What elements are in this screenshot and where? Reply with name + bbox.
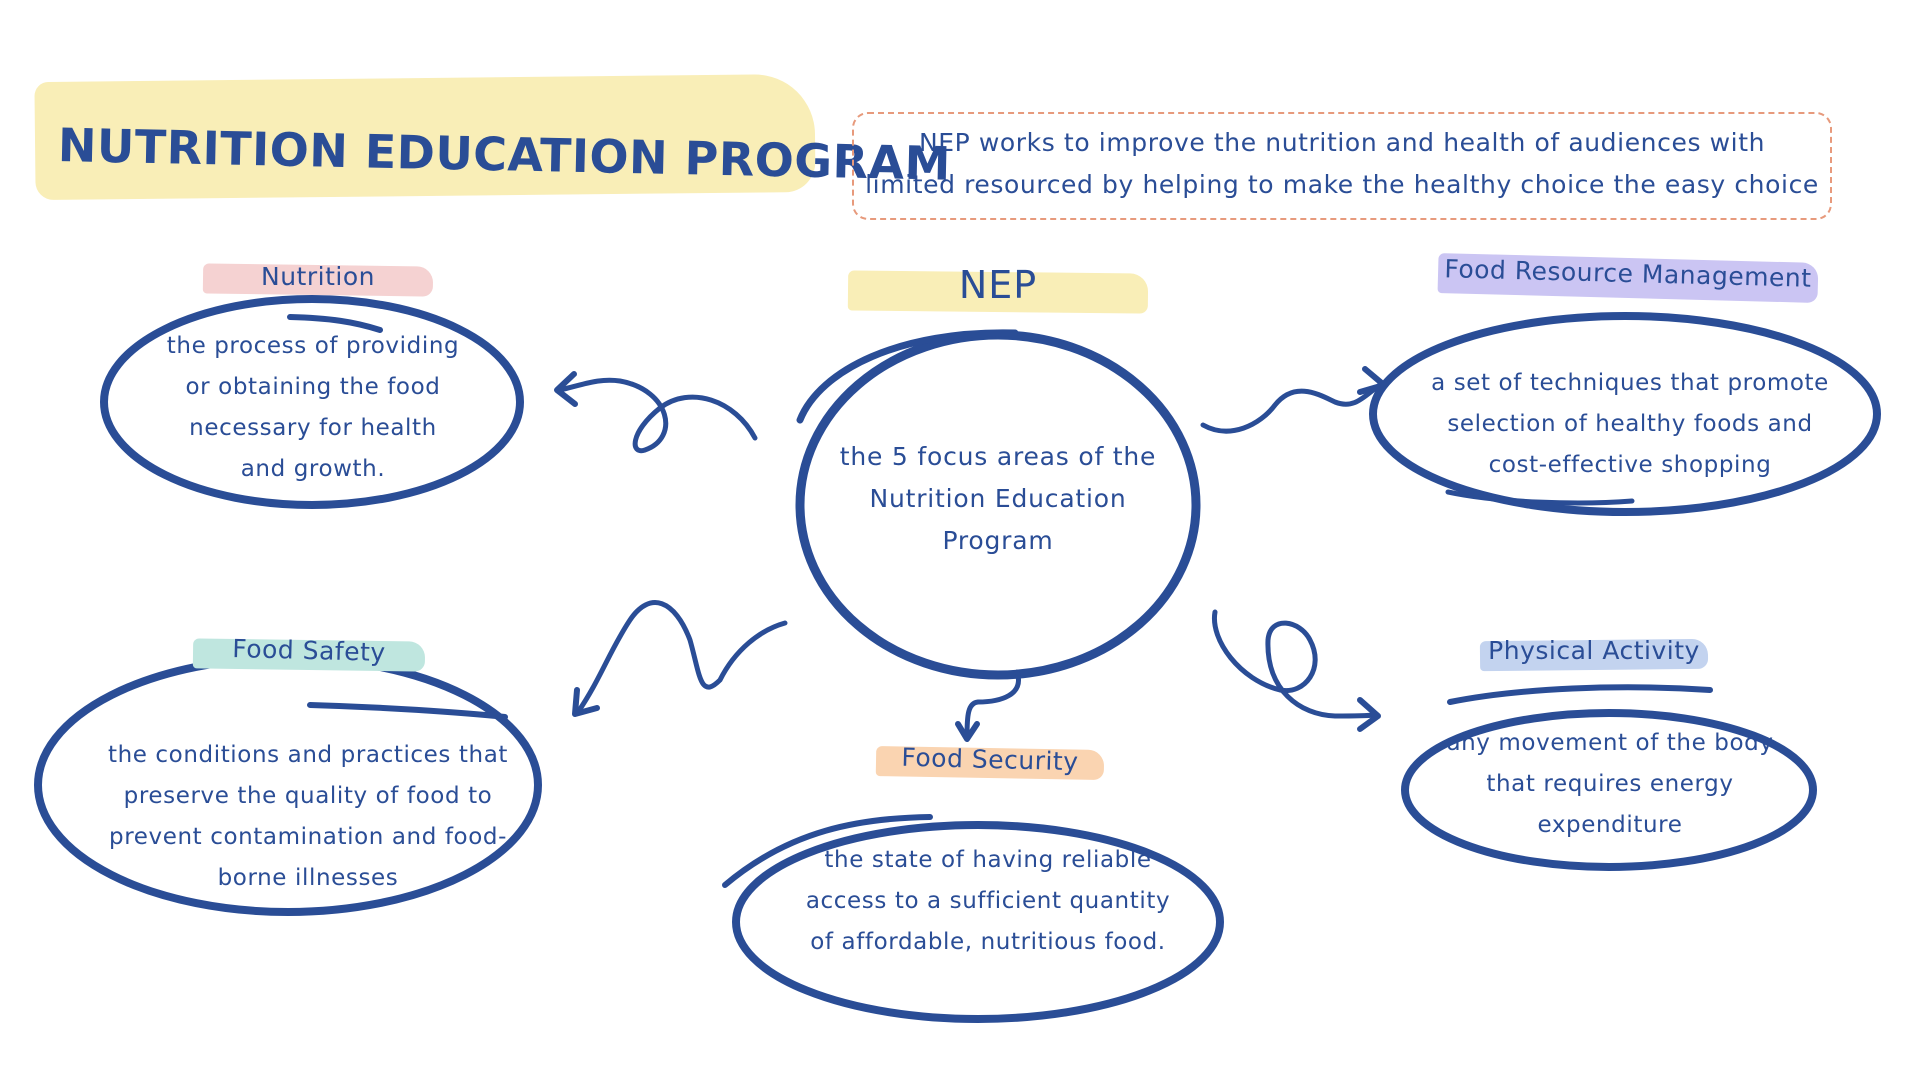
description-box <box>852 112 1832 220</box>
arrow-to-food-security-head <box>955 721 980 742</box>
description-line: limited resourced by helping to make the… <box>865 170 1819 199</box>
arrow-to-nutrition <box>557 377 758 454</box>
physical-activity-label: Physical Activity <box>1488 636 1700 665</box>
food-safety-line: borne illnesses <box>217 865 399 891</box>
center-description: the 5 focus areas of the Nutrition Educa… <box>818 436 1178 562</box>
food-security-description: the state of having reliable access to a… <box>778 840 1198 963</box>
center-circle-overstroke <box>796 329 1019 424</box>
arrow-to-food-resource <box>1200 382 1383 434</box>
physical-activity-line: any movement of the body <box>1446 730 1774 756</box>
food-security-ellipse-overstroke <box>722 814 933 888</box>
arrow-to-food-security <box>964 669 1021 740</box>
nutrition-ellipse-overstroke <box>287 314 383 333</box>
arrow-to-physical-activity <box>1211 609 1378 719</box>
nutrition-line: and growth. <box>240 456 386 482</box>
food-safety-ellipse-overstroke <box>307 702 508 720</box>
food-security-line: of affordable, nutritious food. <box>810 929 1166 955</box>
nutrition-line: the process of providing <box>166 333 460 359</box>
center-line: the 5 focus areas of the <box>839 442 1157 471</box>
food-resource-ellipse <box>1369 312 1881 516</box>
nutrition-line: necessary for health <box>189 415 437 441</box>
food-security-label: Food Security <box>901 742 1079 777</box>
description-line: NEP works to improve the nutrition and h… <box>918 128 1766 157</box>
arrow-to-food-resource-head <box>1357 366 1387 395</box>
food-resource-description: a set of techniques that promote selecti… <box>1390 363 1870 486</box>
arrow-to-nutrition-head <box>554 371 578 407</box>
food-safety-line: prevent contamination and food- <box>109 824 507 850</box>
center-line: Nutrition Education <box>869 484 1127 513</box>
physical-activity-ellipse <box>1401 709 1817 871</box>
nutrition-line: or obtaining the food <box>185 374 441 400</box>
food-security-line: the state of having reliable <box>824 847 1152 873</box>
description-text: NEP works to improve the nutrition and h… <box>862 122 1822 206</box>
arrow-to-food-safety-head <box>572 687 600 717</box>
food-resource-line: cost-effective shopping <box>1488 452 1772 478</box>
food-resource-line: a set of techniques that promote <box>1431 370 1829 396</box>
arrow-to-physical-activity-head <box>1357 697 1381 732</box>
food-safety-line: preserve the quality of food to <box>123 783 493 809</box>
food-resource-line: selection of healthy foods and <box>1447 411 1813 437</box>
physical-activity-line: that requires energy <box>1486 771 1734 797</box>
center-label: NEP <box>958 263 1038 307</box>
nutrition-description: the process of providing or obtaining th… <box>138 326 488 490</box>
physical-activity-description: any movement of the body that requires e… <box>1420 723 1800 846</box>
food-safety-description: the conditions and practices that preser… <box>73 735 543 899</box>
food-resource-ellipse-understroke <box>1445 489 1635 506</box>
food-security-line: access to a sufficient quantity <box>805 888 1171 914</box>
arrow-to-food-safety <box>575 600 788 715</box>
nutrition-ellipse <box>100 295 524 509</box>
physical-activity-ellipse-overstroke <box>1447 684 1713 705</box>
center-line: Program <box>942 526 1054 555</box>
nutrition-label: Nutrition <box>261 262 375 291</box>
food-safety-line: the conditions and practices that <box>107 742 509 768</box>
food-safety-label: Food Safety <box>231 633 387 668</box>
food-security-ellipse <box>732 821 1224 1023</box>
physical-activity-line: expenditure <box>1537 812 1683 838</box>
